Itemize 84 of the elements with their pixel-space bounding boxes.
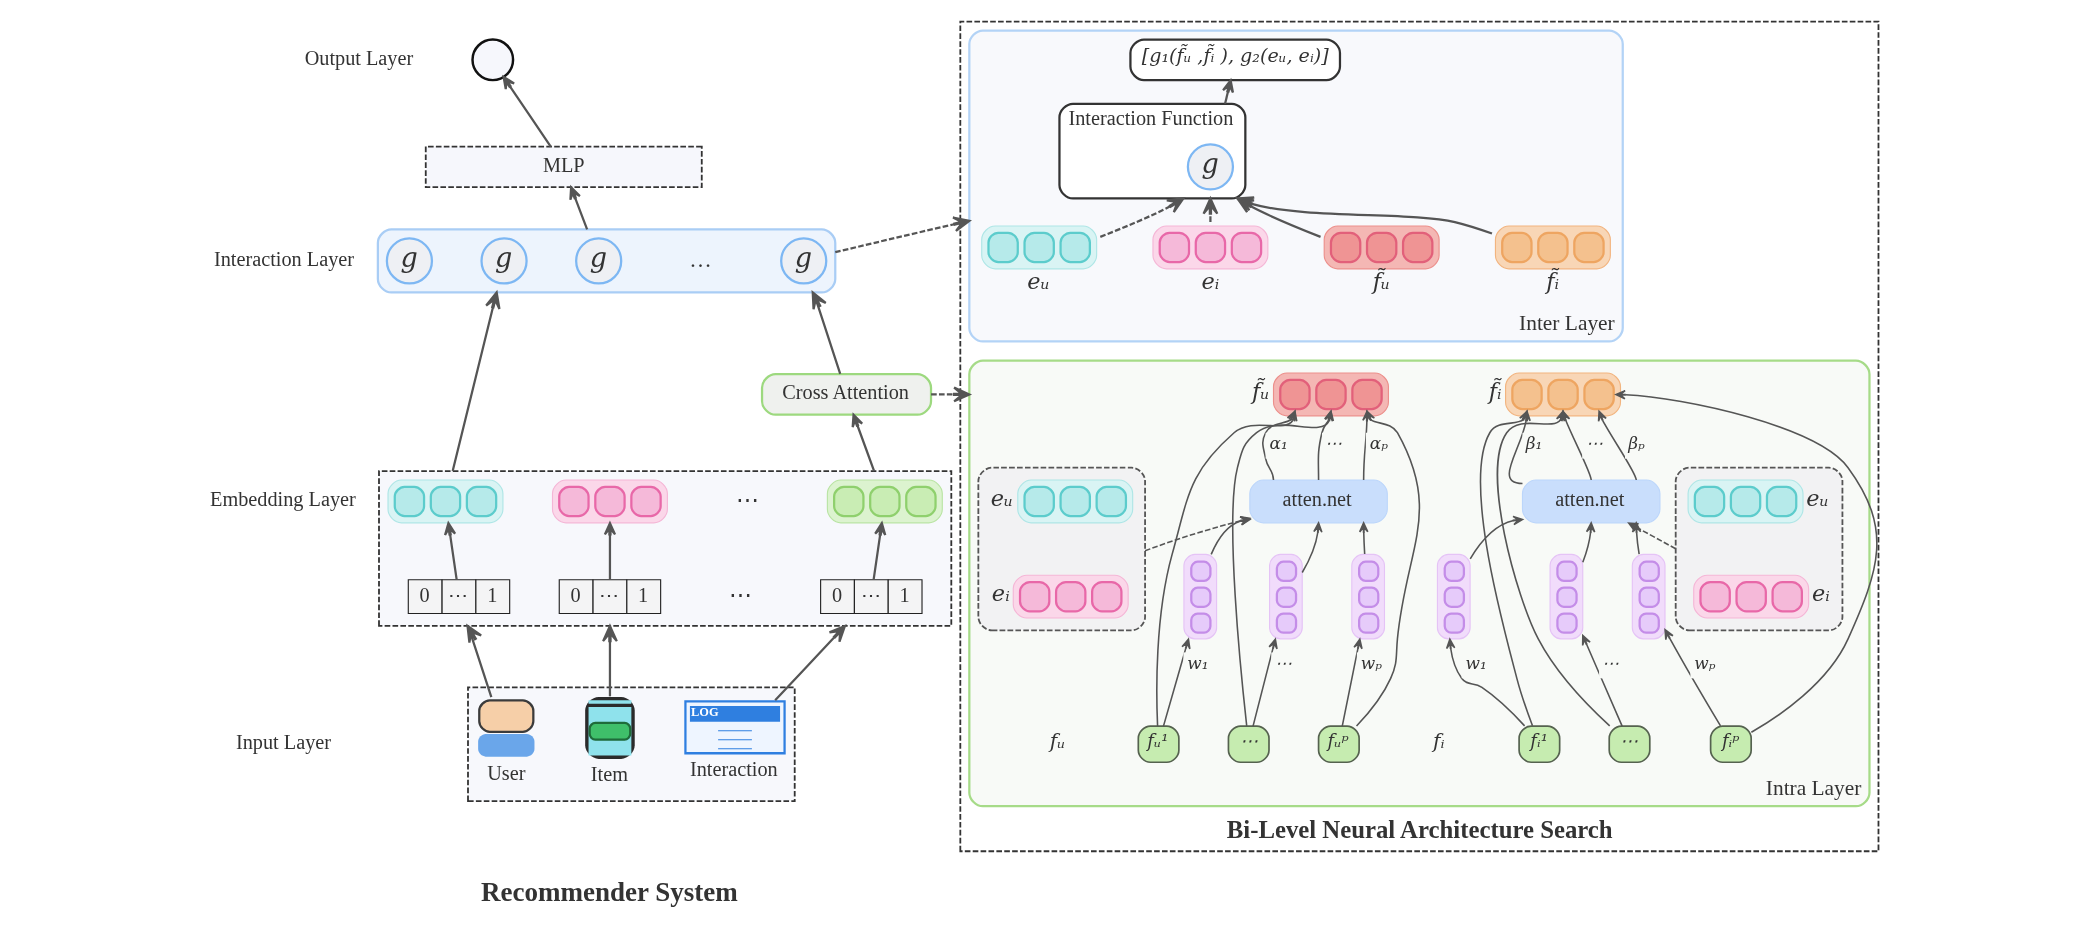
node-circle: g xyxy=(385,237,433,285)
edge-label: ⋯ xyxy=(1274,652,1292,673)
arrow xyxy=(1581,522,1595,564)
arrow xyxy=(1358,522,1369,555)
arrow xyxy=(872,522,886,580)
node-box: ⋯ xyxy=(1607,725,1651,764)
arrow xyxy=(603,522,616,580)
label: fᵤ xyxy=(1049,729,1065,754)
node-circle: g xyxy=(779,237,827,285)
node-box: Cross Attention xyxy=(760,373,932,416)
cluster xyxy=(1674,466,1843,632)
arrow xyxy=(1340,638,1363,727)
node-label: eᵢ xyxy=(991,580,1010,607)
cluster xyxy=(466,686,796,803)
edge-label: β₁ xyxy=(1525,433,1542,454)
cluster xyxy=(976,466,1146,632)
label: Input Layer xyxy=(235,731,331,754)
node-box: ⋯ xyxy=(1227,725,1270,764)
node-circle: g xyxy=(1186,143,1234,191)
node-label: eᵤ xyxy=(1805,484,1829,511)
arrow xyxy=(443,522,458,580)
arrow xyxy=(1597,410,1637,481)
node-box: [g₁(f̃ᵤ ,f̃ᵢ ), g₂(eᵤ, eᵢ)] xyxy=(1128,38,1341,82)
node-label: Interaction xyxy=(689,758,778,781)
node-label: eᵢ xyxy=(1811,580,1830,607)
label: Interaction Layer xyxy=(213,247,354,270)
edge-label: α₁ xyxy=(1269,433,1288,454)
arrow xyxy=(851,413,875,472)
arrow xyxy=(1251,638,1278,727)
label: fᵢ xyxy=(1432,729,1444,754)
arrow xyxy=(1221,79,1234,105)
arrow xyxy=(1631,522,1641,556)
arrow xyxy=(1581,634,1623,727)
arrow xyxy=(465,624,492,698)
arrow xyxy=(1143,515,1251,552)
node-circle: g xyxy=(479,237,528,285)
arrow xyxy=(1201,197,1218,222)
arrow xyxy=(811,291,841,375)
node-label: f̃ᵢ xyxy=(1488,377,1502,404)
label: … xyxy=(688,246,712,272)
arrow xyxy=(1162,638,1191,727)
node-box: fᵤᵖ xyxy=(1317,725,1360,764)
label: ⋯ xyxy=(728,582,752,608)
node-label: eᵤ xyxy=(1026,268,1050,295)
edge-label: w₁ xyxy=(1186,652,1209,673)
node-label: User xyxy=(486,761,525,784)
arrow xyxy=(451,291,501,472)
node-label: f̃ᵤ xyxy=(1251,377,1269,404)
arrow xyxy=(601,624,618,697)
label: ⋯ xyxy=(735,487,759,513)
edge-label: ⋯ xyxy=(1601,652,1619,673)
arrow xyxy=(834,216,970,254)
node-circle xyxy=(470,38,514,82)
label: Recommender System xyxy=(480,877,738,908)
edge-label: ⋯ xyxy=(1585,433,1603,454)
node-circle: g xyxy=(574,237,622,285)
node-box: fᵤ¹ xyxy=(1136,725,1180,764)
node-box: fᵢᵖ xyxy=(1709,725,1752,764)
cluster xyxy=(377,470,952,627)
arrow xyxy=(1300,522,1323,574)
arrow xyxy=(773,624,846,702)
arrow xyxy=(502,75,552,148)
edge-label: w₁ xyxy=(1465,652,1487,673)
node-label: f̃ᵤ xyxy=(1372,268,1390,295)
node-label: f̃ᵢ xyxy=(1545,268,1559,295)
node-label: Item xyxy=(590,762,628,785)
edge-label: wₚ xyxy=(1693,652,1715,673)
label: Embedding Layer xyxy=(209,488,356,511)
arrow xyxy=(1468,515,1523,560)
edge-label: βₚ xyxy=(1627,433,1645,454)
edge-label: wₚ xyxy=(1360,652,1382,673)
edge-label: ⋯ xyxy=(1324,433,1342,454)
node-label: eᵢ xyxy=(1200,268,1219,295)
arrow xyxy=(1099,197,1184,238)
arrow xyxy=(1614,389,1877,734)
node-box: fᵢ¹ xyxy=(1517,725,1560,764)
label: Output Layer xyxy=(304,46,413,69)
node-label: eᵤ xyxy=(990,484,1013,511)
arrow xyxy=(930,386,970,403)
node-box: MLP xyxy=(424,145,703,189)
arrow xyxy=(568,186,588,230)
edge-label: αₚ xyxy=(1369,433,1388,454)
arrow xyxy=(1209,516,1251,556)
arrow xyxy=(1445,638,1525,727)
